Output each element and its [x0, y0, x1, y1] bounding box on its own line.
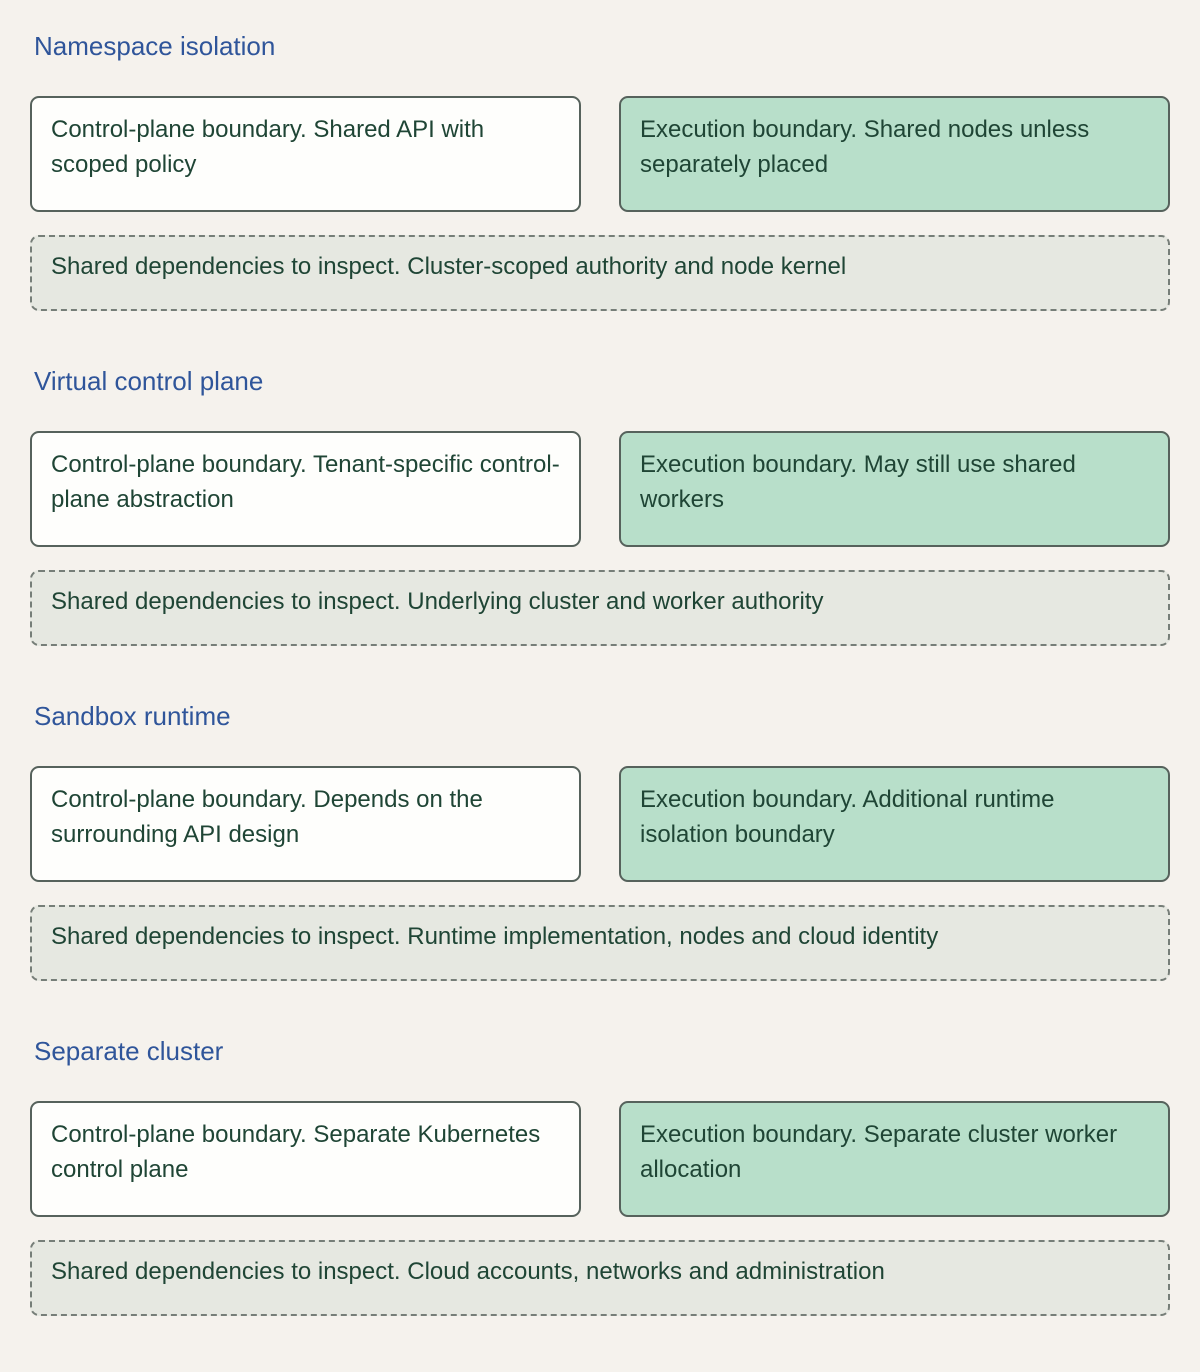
- section-sandbox-runtime: Sandbox runtime Control-plane boundary. …: [30, 670, 1170, 981]
- execution-boundary-box: Execution boundary. Separate cluster wor…: [619, 1101, 1170, 1217]
- section-namespace-isolation: Namespace isolation Control-plane bounda…: [30, 0, 1170, 311]
- section-title: Virtual control plane: [34, 366, 264, 396]
- shared-dependencies-box: Shared dependencies to inspect. Cluster-…: [30, 235, 1170, 311]
- section-title: Separate cluster: [34, 1036, 224, 1066]
- shared-dependencies-box: Shared dependencies to inspect. Runtime …: [30, 905, 1170, 981]
- section-separate-cluster: Separate cluster Control-plane boundary.…: [30, 1005, 1170, 1316]
- section-virtual-control-plane: Virtual control plane Control-plane boun…: [30, 335, 1170, 646]
- execution-boundary-box: Execution boundary. May still use shared…: [619, 431, 1170, 547]
- shared-dependencies-box: Shared dependencies to inspect. Cloud ac…: [30, 1240, 1170, 1316]
- section-title: Namespace isolation: [34, 31, 276, 61]
- shared-dependencies-box: Shared dependencies to inspect. Underlyi…: [30, 570, 1170, 646]
- execution-boundary-box: Execution boundary. Additional runtime i…: [619, 766, 1170, 882]
- execution-boundary-box: Execution boundary. Shared nodes unless …: [619, 96, 1170, 212]
- control-plane-boundary-box: Control-plane boundary. Separate Kuberne…: [30, 1101, 581, 1217]
- section-title: Sandbox runtime: [34, 701, 231, 731]
- control-plane-boundary-box: Control-plane boundary. Tenant-specific …: [30, 431, 581, 547]
- control-plane-boundary-box: Control-plane boundary. Depends on the s…: [30, 766, 581, 882]
- control-plane-boundary-box: Control-plane boundary. Shared API with …: [30, 96, 581, 212]
